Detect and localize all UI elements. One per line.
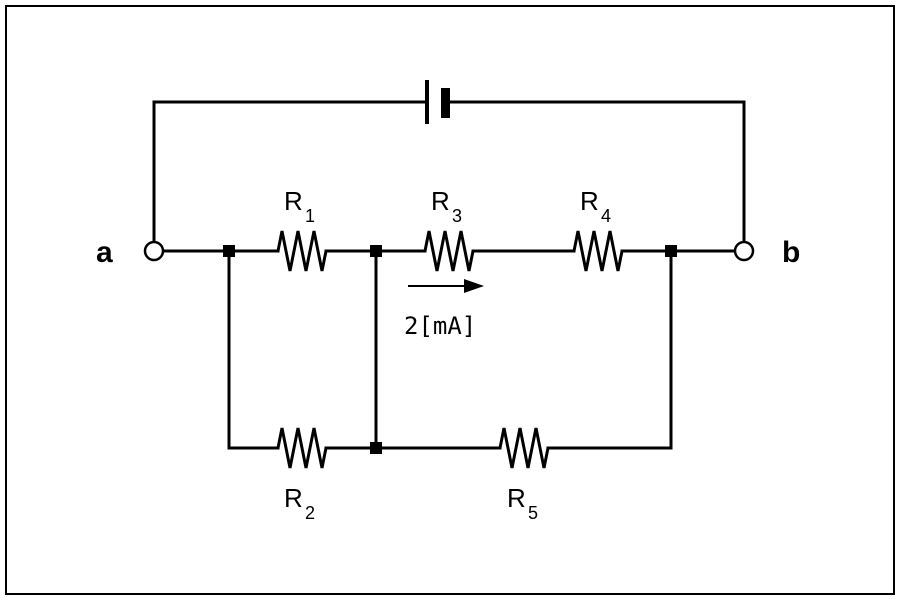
junction-node <box>223 245 235 257</box>
battery-short-plate <box>441 88 450 118</box>
main-branch <box>163 230 735 272</box>
current-label: 2[mA] <box>404 312 476 340</box>
resistor-r3 <box>423 230 475 272</box>
label-r5-sub: 5 <box>528 503 538 523</box>
lower-branch <box>227 249 673 469</box>
label-r5-letter: R <box>507 483 526 513</box>
label-r4-sub: 4 <box>601 206 611 226</box>
label-r2-sub: 2 <box>305 503 315 523</box>
label-r5: R 5 <box>507 483 538 523</box>
terminal-a-label: a <box>96 236 113 269</box>
terminal-a-circle <box>143 240 165 262</box>
diagram-frame <box>5 5 895 595</box>
label-r1-letter: R <box>284 186 303 216</box>
resistor-r1 <box>276 230 328 272</box>
wire-right-up <box>546 249 673 450</box>
resistor-r4 <box>572 230 624 272</box>
label-r3-sub: 3 <box>452 206 462 226</box>
junction-node <box>665 245 677 257</box>
label-r3: R 3 <box>431 186 462 226</box>
junctions <box>223 245 677 454</box>
wire-battery-left <box>152 100 429 244</box>
resistor-r2 <box>276 427 328 469</box>
wire-battery-right <box>444 100 746 244</box>
junction-node <box>370 245 382 257</box>
junction-node <box>370 442 382 454</box>
current-arrow-head <box>464 279 484 293</box>
label-r4: R 4 <box>580 186 611 226</box>
label-r2: R 2 <box>284 483 315 523</box>
current-indicator: 2[mA] <box>404 279 484 340</box>
label-r1: R 1 <box>284 186 315 226</box>
wire-left-down <box>227 249 280 450</box>
battery-loop <box>152 80 746 244</box>
label-r3-letter: R <box>431 186 450 216</box>
label-r1-sub: 1 <box>305 206 315 226</box>
label-r2-letter: R <box>284 483 303 513</box>
label-r4-letter: R <box>580 186 599 216</box>
terminal-b-label: b <box>782 236 800 269</box>
resistor-r5 <box>498 427 550 469</box>
terminal-b-circle <box>733 240 755 262</box>
